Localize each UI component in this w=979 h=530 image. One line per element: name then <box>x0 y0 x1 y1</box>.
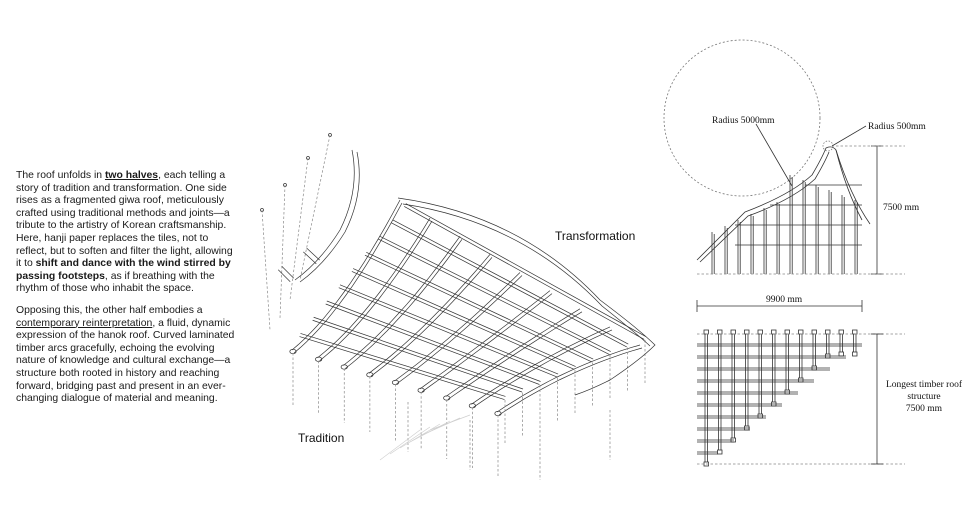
label-tradition: Tradition <box>298 431 344 445</box>
rafter <box>496 344 641 413</box>
ghost-line <box>389 426 431 455</box>
plan-rafter-end <box>757 329 763 335</box>
description-paragraph-2: Opposing this, the other half embodies a… <box>16 305 238 406</box>
rafter <box>317 217 431 359</box>
roof-edge-curve <box>402 203 651 347</box>
plan-rafter-end <box>730 329 736 335</box>
label-radius-small: Radius 500mm <box>868 122 926 132</box>
axonometric-roof-drawing <box>260 133 656 480</box>
purlin <box>339 284 559 375</box>
roof-elevation-drawing <box>663 39 905 312</box>
plan-rafter-end <box>798 329 804 335</box>
paragraph1-run: two halves <box>104 170 159 181</box>
paragraph2-run: , a fluid, dynamic expression of the han… <box>16 317 235 405</box>
rafter <box>370 257 493 377</box>
exploded-block <box>281 265 295 279</box>
paragraph-2-text: Opposing this, the other half embodies a… <box>16 305 238 406</box>
rafter <box>498 347 643 416</box>
purlin <box>379 235 611 352</box>
rafter <box>368 254 491 374</box>
explode-line <box>261 209 271 331</box>
purlin <box>364 254 592 363</box>
label-transformation: Transformation <box>555 229 635 243</box>
paragraph1-run: , each telling a story of tradition and … <box>16 170 233 270</box>
purlin <box>313 316 524 390</box>
plan-rafter-end <box>838 351 844 357</box>
rafter <box>445 308 581 397</box>
paragraph1-run: shift and dance with the wind stirred by… <box>16 258 231 282</box>
plan-rafter-end <box>852 351 858 357</box>
exploded-block <box>306 247 320 261</box>
exploded-rafter <box>299 151 360 283</box>
explode-line <box>299 134 331 281</box>
label-longest-line3: 7500 mm <box>906 404 943 414</box>
purlin <box>326 300 541 382</box>
exploded-block <box>277 269 291 283</box>
ghost-line <box>379 429 421 461</box>
roof-plan-drawing <box>697 329 905 467</box>
purlin <box>312 319 523 393</box>
small-radius-circle <box>822 140 834 152</box>
exploded-rafter <box>294 149 355 281</box>
explode-line <box>289 157 309 301</box>
plan-rafter-end <box>784 329 790 335</box>
plan-rafter-end <box>771 329 777 335</box>
label-longest-line2: structure <box>907 392 940 402</box>
radius-leader <box>831 125 867 147</box>
paragraph2-run: Opposing this, the other half embodies a <box>16 305 203 316</box>
purlin <box>300 333 506 397</box>
label-longest-line1: Longest timber roof <box>886 379 963 390</box>
plan-rafter-end <box>825 329 831 335</box>
purlin <box>353 268 576 367</box>
rafter <box>419 290 551 390</box>
plan-rafter-end <box>838 329 844 335</box>
purlin <box>325 303 540 385</box>
radius-circle <box>663 39 821 197</box>
paragraph1-run: The roof unfolds in <box>16 170 105 181</box>
rafter <box>471 326 611 405</box>
label-radius-large: Radius 5000mm <box>712 116 775 126</box>
rafter <box>394 272 521 382</box>
description-paragraph-1: The roof unfolds in two halves, each tel… <box>16 170 238 296</box>
plan-rafter-end <box>811 329 817 335</box>
purlin <box>392 219 629 345</box>
rafter <box>291 199 401 351</box>
rafter <box>473 329 613 408</box>
purlin <box>351 271 575 370</box>
ghost-line <box>429 414 471 431</box>
roof-profile-outer <box>696 146 863 261</box>
purlin <box>299 336 505 400</box>
explode-line <box>279 184 286 319</box>
plan-rafter-end <box>717 449 723 455</box>
roof-edge-curve <box>397 197 656 396</box>
purlin <box>405 203 646 337</box>
plan-rafter-end <box>703 329 709 335</box>
purlin <box>366 251 594 360</box>
purlin <box>390 222 627 348</box>
plan-rafter-end <box>717 329 723 335</box>
paragraph2-run: contemporary reinterpretation <box>16 317 153 329</box>
radius-leader <box>755 123 793 187</box>
purlin <box>404 206 645 340</box>
purlin <box>338 287 558 378</box>
paragraph-1-text: The roof unfolds in two halves, each tel… <box>16 170 238 296</box>
purlin <box>377 238 610 355</box>
roof-profile-tail <box>835 149 871 225</box>
roof-profile-inner <box>699 151 830 263</box>
paragraph1-run: , as if breathing with the rhythm of tho… <box>16 270 215 295</box>
label-width-dimension: 9900 mm <box>766 295 803 305</box>
plan-rafter-end <box>744 329 750 335</box>
plan-rafter-end <box>852 329 858 335</box>
exploded-block <box>303 251 317 265</box>
label-height-dimension: 7500 mm <box>883 203 920 213</box>
